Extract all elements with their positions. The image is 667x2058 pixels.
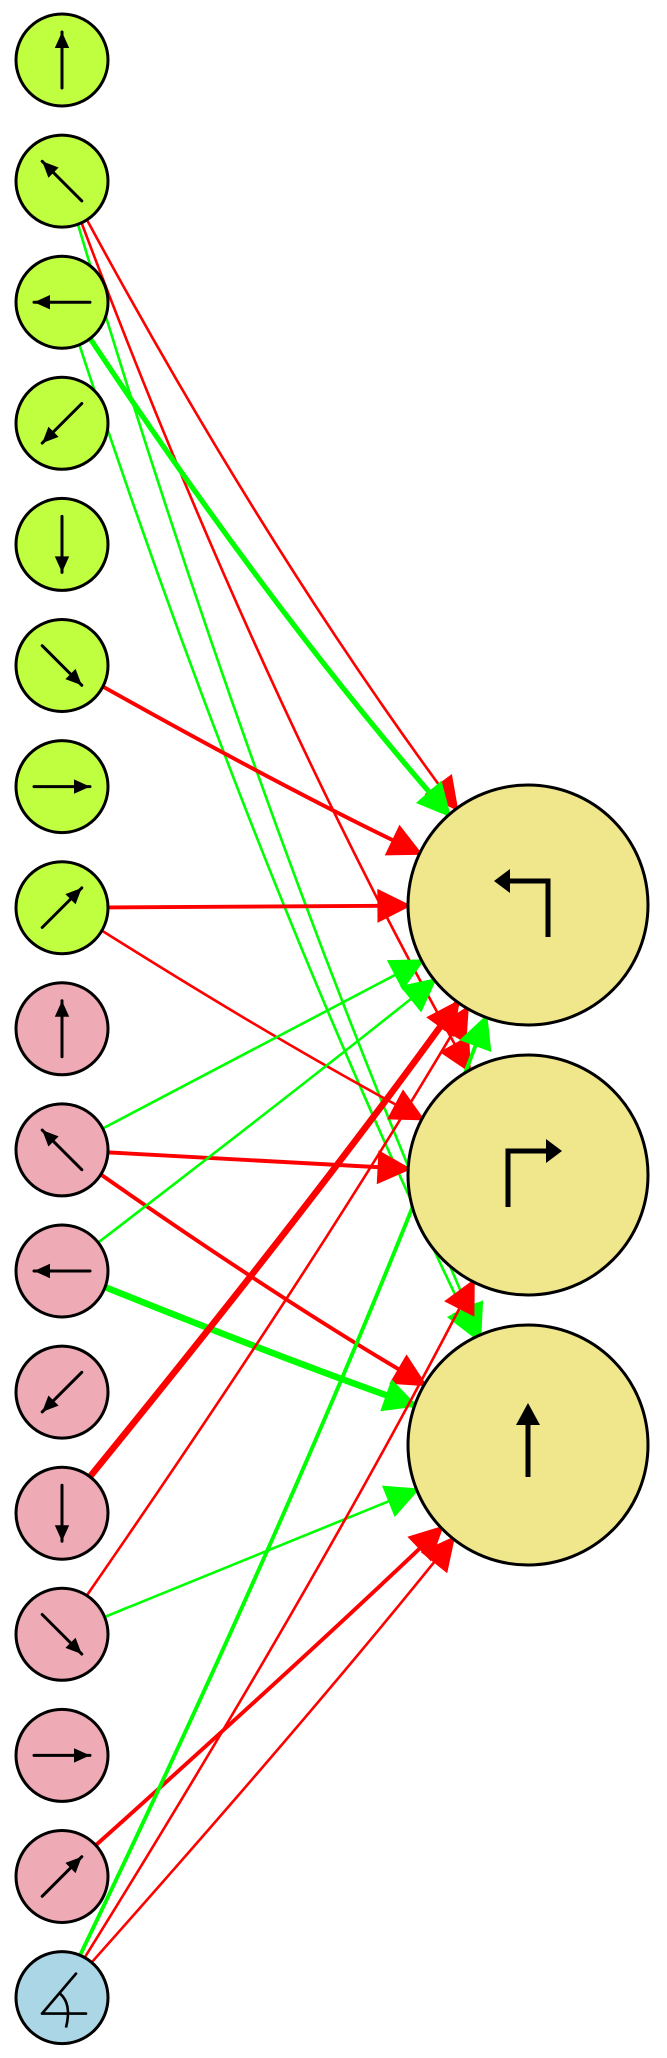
output-node-o1 bbox=[406, 1053, 650, 1297]
arrow-up-right-icon bbox=[40, 1855, 84, 1898]
arrow-down-right-icon bbox=[40, 644, 84, 687]
connection-g1-o1-inhibitory bbox=[80, 222, 471, 1074]
input-node-g7 bbox=[14, 860, 110, 956]
input-node-g1 bbox=[14, 133, 110, 229]
input-node-g2 bbox=[14, 254, 110, 350]
connection-g1-o0-inhibitory bbox=[85, 219, 459, 812]
arrow-down-left-icon bbox=[40, 1370, 84, 1414]
input-node-b0 bbox=[14, 1950, 110, 2046]
arrow-right-icon bbox=[32, 1748, 92, 1763]
input-node-g4 bbox=[14, 496, 110, 592]
input-node-p5 bbox=[14, 1586, 110, 1682]
arrow-left-icon bbox=[32, 295, 92, 310]
output-node-o2 bbox=[406, 1323, 650, 1567]
connection-b0-o2-inhibitory bbox=[90, 1536, 456, 1964]
input-node-g0 bbox=[14, 12, 110, 108]
input-node-p7 bbox=[14, 1829, 110, 1924]
input-node-g3 bbox=[14, 375, 110, 471]
connections-layer bbox=[76, 219, 492, 1964]
connection-p2-o0-excitatory bbox=[97, 977, 438, 1244]
input-node-p4 bbox=[14, 1465, 110, 1561]
nodes-layer bbox=[14, 12, 650, 2046]
arrow-up-icon bbox=[54, 30, 70, 90]
angle-icon bbox=[40, 1972, 88, 2028]
input-node-p3 bbox=[14, 1344, 110, 1440]
turn-left-icon bbox=[494, 869, 551, 937]
arrow-down-icon bbox=[54, 514, 70, 574]
connection-p5-o0-inhibitory bbox=[85, 1005, 469, 1597]
arrow-up-left-icon bbox=[40, 159, 84, 203]
arrow-down-right-icon bbox=[40, 1613, 84, 1656]
arrow-up-icon bbox=[54, 999, 70, 1059]
connection-g7-o0-inhibitory bbox=[107, 888, 412, 923]
connection-g7-o1-inhibitory bbox=[101, 929, 426, 1121]
input-node-p6 bbox=[14, 1707, 110, 1803]
input-node-p0 bbox=[14, 981, 110, 1077]
connection-b0-o1-inhibitory bbox=[83, 1278, 475, 1959]
connection-p2-o2-excitatory bbox=[103, 1284, 418, 1412]
connection-g2-o0-excitatory bbox=[87, 337, 452, 818]
output-node-o0 bbox=[406, 783, 650, 1027]
forward-arrow-icon bbox=[516, 1403, 540, 1477]
arrow-up-right-icon bbox=[40, 886, 84, 929]
arrow-down-left-icon bbox=[40, 402, 84, 445]
input-node-p2 bbox=[14, 1223, 110, 1319]
input-node-p1 bbox=[14, 1102, 110, 1198]
arrow-down-icon bbox=[54, 1483, 70, 1543]
arrow-left-icon bbox=[32, 1263, 92, 1279]
connection-p1-o2-inhibitory bbox=[99, 1172, 428, 1387]
connection-g5-o0-inhibitory bbox=[101, 684, 423, 856]
input-node-g5 bbox=[14, 618, 110, 713]
connection-p4-o0-inhibitory bbox=[87, 999, 461, 1479]
arrow-up-left-icon bbox=[40, 1128, 84, 1172]
connection-p1-o0-excitatory bbox=[102, 959, 425, 1130]
arrow-right-icon bbox=[32, 779, 92, 794]
connection-p7-o2-inhibitory bbox=[94, 1525, 444, 1847]
input-node-g6 bbox=[14, 739, 110, 835]
connection-p1-o1-inhibitory bbox=[107, 1150, 412, 1185]
connection-p5-o2-excitatory bbox=[104, 1485, 420, 1619]
turn-right-icon bbox=[505, 1139, 562, 1207]
